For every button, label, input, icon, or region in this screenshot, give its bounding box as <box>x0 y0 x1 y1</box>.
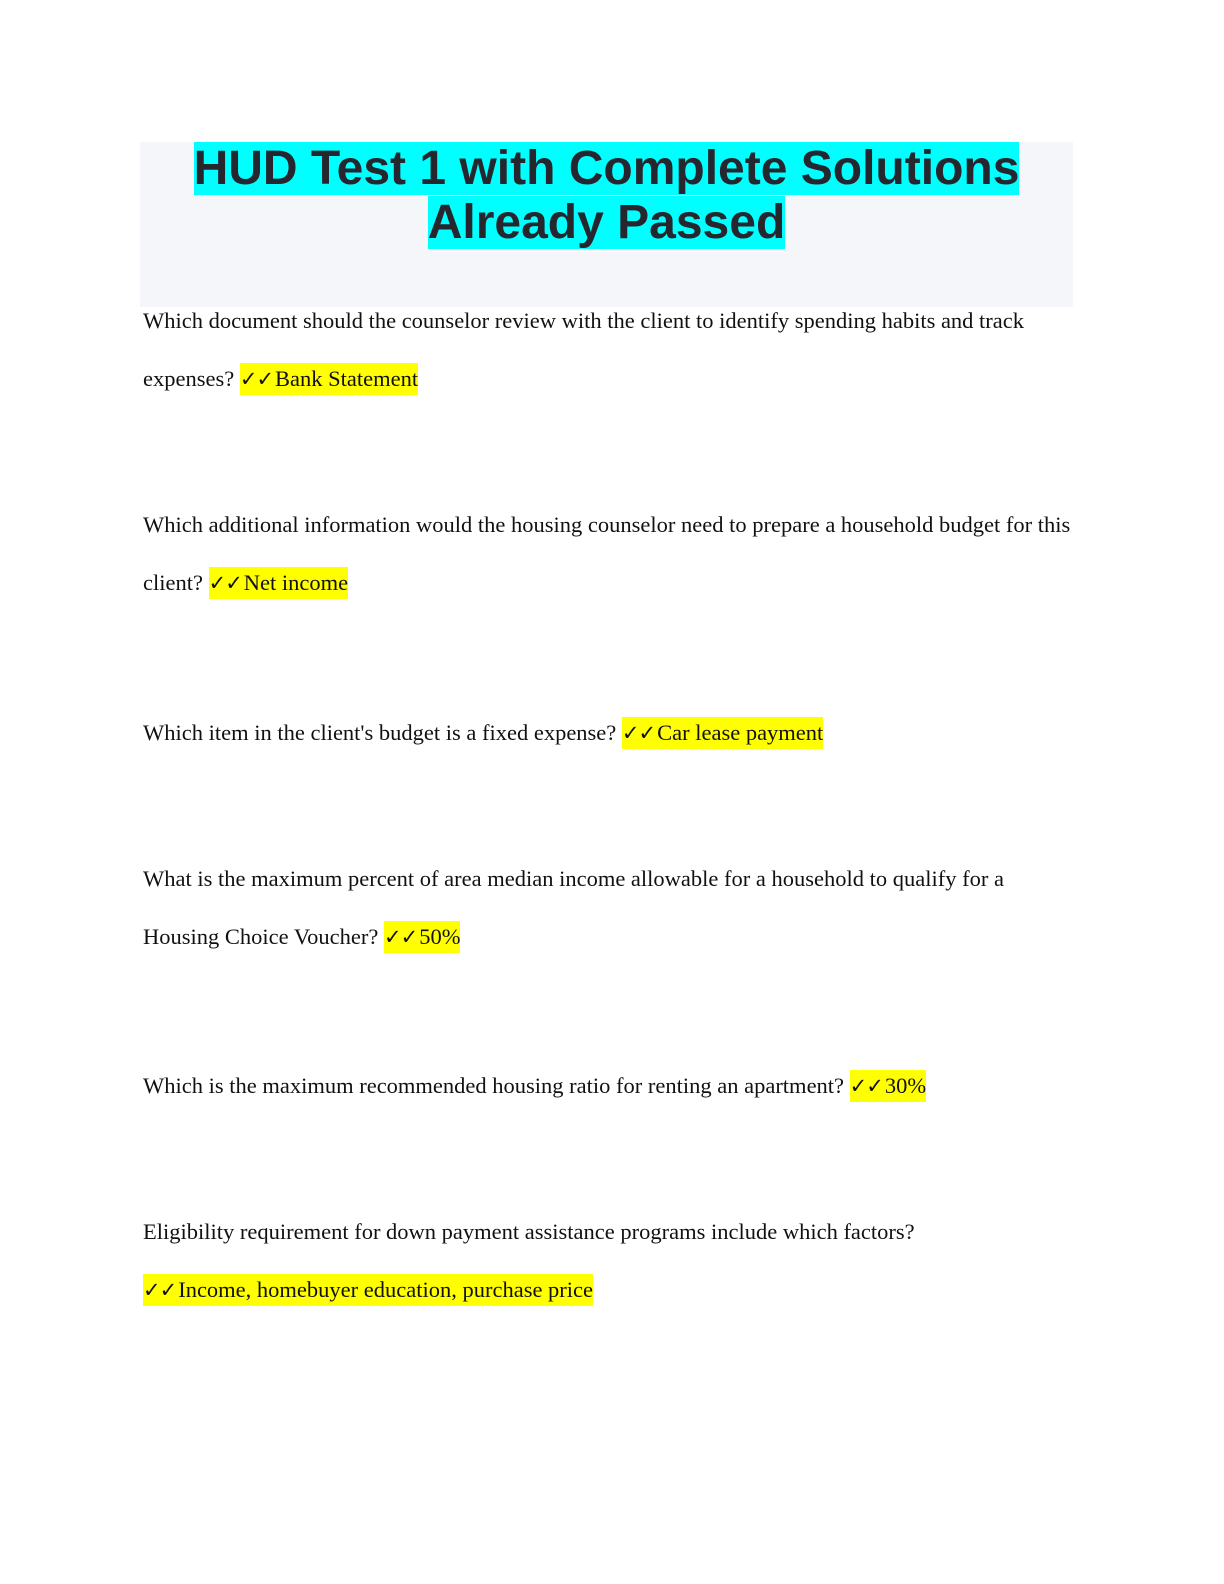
answer-text: Bank Statement <box>275 366 419 391</box>
double-check-icon: ✓✓ <box>208 571 243 595</box>
answer-highlight: ✓✓Bank Statement <box>239 363 419 395</box>
answer-highlight: ✓✓Income, homebuyer education, purchase … <box>143 1274 594 1306</box>
question-text: Which is the maximum recommended housing… <box>143 1073 845 1098</box>
title-line-1: HUD Test 1 with Complete Solutions <box>193 142 1020 195</box>
answer-highlight: ✓✓Net income <box>208 567 349 599</box>
double-check-icon: ✓✓ <box>849 1074 884 1098</box>
title-banner: HUD Test 1 with Complete Solutions Alrea… <box>140 142 1073 307</box>
answer-highlight: ✓✓30% <box>849 1070 927 1102</box>
answer-highlight: ✓✓Car lease payment <box>621 717 824 749</box>
answer-text: 30% <box>884 1073 927 1098</box>
qa-item: Eligibility requirement for down payment… <box>143 1203 1073 1319</box>
question-text: What is the maximum percent of area medi… <box>143 866 1004 949</box>
double-check-icon: ✓✓ <box>239 367 274 391</box>
question-text: Which document should the counselor revi… <box>143 308 1025 391</box>
answer-text: Car lease payment <box>657 720 824 745</box>
qa-item: What is the maximum percent of area medi… <box>143 850 1073 966</box>
question-text: Eligibility requirement for down payment… <box>143 1219 915 1244</box>
qa-item: Which additional information would the h… <box>143 496 1073 612</box>
double-check-icon: ✓✓ <box>621 721 656 745</box>
answer-highlight: ✓✓50% <box>384 921 461 953</box>
double-check-icon: ✓✓ <box>384 925 418 949</box>
question-text: Which item in the client's budget is a f… <box>143 720 617 745</box>
answer-text: Income, homebuyer education, purchase pr… <box>178 1277 594 1302</box>
answer-text: Net income <box>243 570 349 595</box>
qa-item: Which item in the client's budget is a f… <box>143 704 1073 762</box>
double-check-icon: ✓✓ <box>143 1278 177 1302</box>
qa-item: Which is the maximum recommended housing… <box>143 1057 1073 1115</box>
title-line-2: Already Passed <box>427 196 786 249</box>
question-text: Which additional information would the h… <box>143 512 1071 595</box>
qa-item: Which document should the counselor revi… <box>143 292 1073 408</box>
document-title: HUD Test 1 with Complete Solutions Alrea… <box>140 142 1073 250</box>
answer-text: 50% <box>419 924 461 949</box>
